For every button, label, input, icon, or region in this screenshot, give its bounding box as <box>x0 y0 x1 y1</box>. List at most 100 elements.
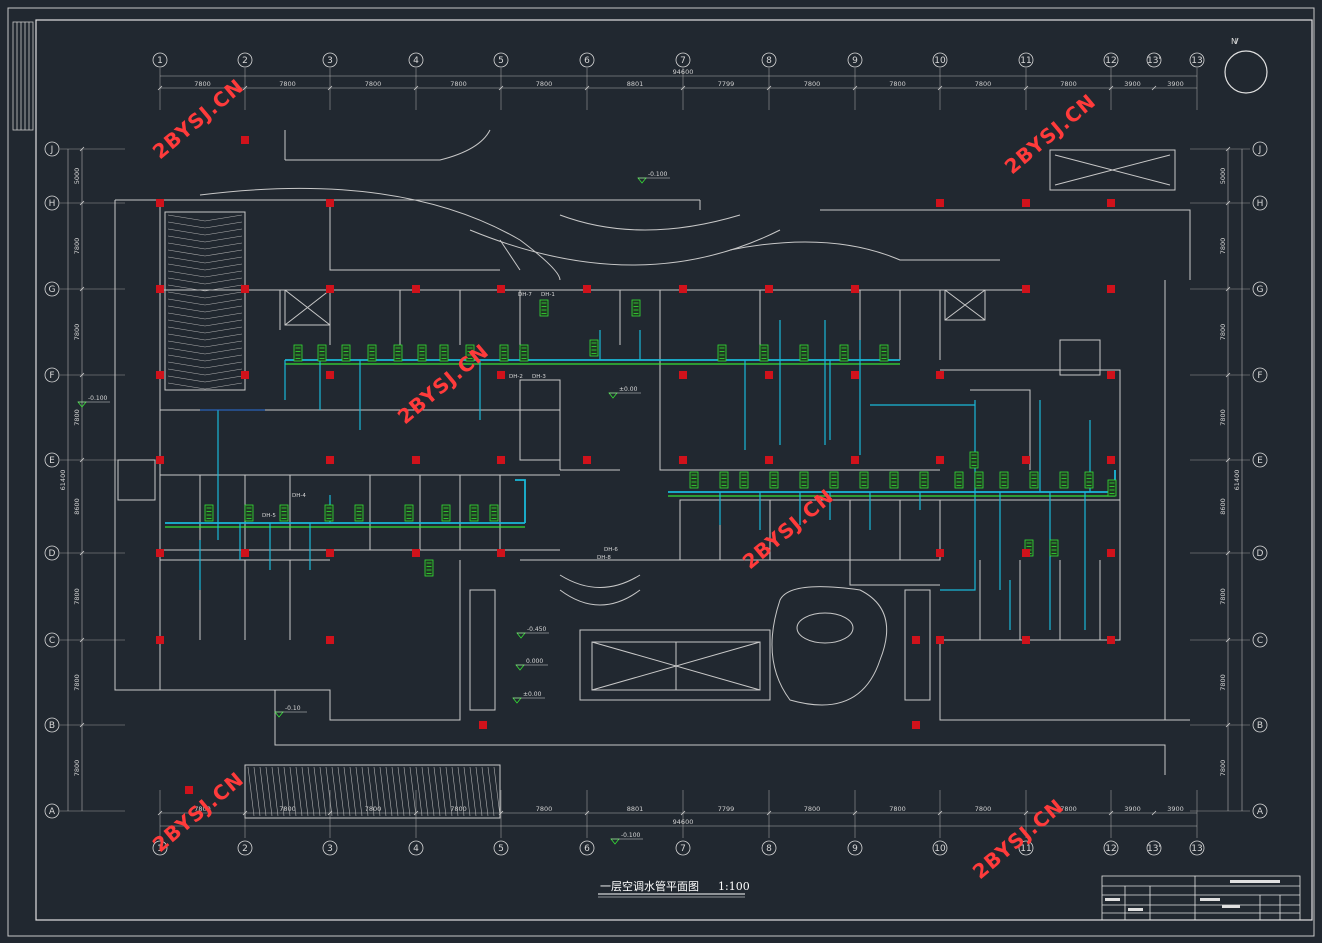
axis-col-label-2: 2 <box>242 56 248 66</box>
dimension-label: 7800 <box>279 805 296 813</box>
axis-row-label-H: H <box>1257 199 1264 209</box>
column-marker <box>326 371 334 379</box>
pipe-tag-label: DH-3 <box>532 374 546 380</box>
axis-col-label-10: 10 <box>934 844 946 854</box>
hatching <box>167 214 501 817</box>
axis-row-label-E: E <box>49 456 55 466</box>
dimension-label: 3900 <box>1167 80 1184 88</box>
drawing-scale: 1:100 <box>718 880 750 893</box>
fan-coil-tag <box>829 471 839 489</box>
fan-coil-tag <box>279 504 289 522</box>
structural-columns <box>156 136 1115 794</box>
axis-row-label-J: J <box>50 145 54 155</box>
fan-coil-tag <box>1049 539 1059 557</box>
axis-row-label-C: C <box>1257 636 1263 646</box>
fan-coil-tag <box>404 504 414 522</box>
fan-coil-tag <box>393 344 403 362</box>
column-marker <box>583 285 591 293</box>
column-marker <box>326 285 334 293</box>
dimension-label: 3900 <box>1124 80 1141 88</box>
dimension-label: 7800 <box>73 238 81 255</box>
level-label: 0.000 <box>526 658 543 665</box>
column-marker <box>497 456 505 464</box>
pipe-run <box>744 320 861 455</box>
title-block-fills <box>1105 880 1280 911</box>
axis-col-label-8: 8 <box>766 844 772 854</box>
axis-row-label-B: B <box>49 721 55 731</box>
axis-col-label-extra: 13' <box>1147 56 1161 66</box>
pipe-tag-label: DH-7 <box>518 292 532 298</box>
dimension-label: 7800 <box>73 674 81 691</box>
column-marker <box>936 456 944 464</box>
pipe-run <box>199 410 331 590</box>
axis-col-label-12: 12 <box>1105 56 1116 66</box>
axis-col-label-4: 4 <box>413 56 419 66</box>
dimension-label: 7800 <box>889 80 906 88</box>
axis-row-label-A: A <box>1257 807 1264 817</box>
chilled-water-pipes <box>165 299 1117 630</box>
pipe-tag-label: DH-6 <box>604 547 618 553</box>
dimension-label: 7800 <box>73 324 81 341</box>
dimension-label: 7800 <box>194 805 211 813</box>
column-marker <box>156 636 164 644</box>
level-marker-icon <box>516 632 526 639</box>
pipe-tag-label: DH-2 <box>509 374 523 380</box>
dimension-total: 61400 <box>1233 470 1241 491</box>
fan-coil-tag <box>1107 479 1117 497</box>
fan-coil-tag <box>999 471 1009 489</box>
dimension-label: 5000 <box>1219 168 1227 185</box>
axis-col-label-6: 6 <box>584 844 590 854</box>
fan-coil-tag <box>465 344 475 362</box>
fan-coil-tag <box>1059 471 1069 489</box>
column-marker <box>1022 456 1030 464</box>
axis-row-label-G: G <box>49 285 56 295</box>
pipe-run <box>870 400 976 591</box>
dimension-label: 7800 <box>975 805 992 813</box>
level-marker-icon <box>608 392 618 399</box>
level-label: -0.10 <box>285 705 301 712</box>
watermark-text: 2BYSJ.CN <box>148 767 249 857</box>
drawing-title-block: 一层空调水管平面图 1:100 <box>598 879 750 898</box>
column-marker <box>1107 285 1115 293</box>
dimension-label: 3900 <box>1167 805 1184 813</box>
fan-coil-tag <box>969 451 979 469</box>
inner-frame <box>35 19 1313 921</box>
dimension-label: 5000 <box>73 168 81 185</box>
fan-coil-tag <box>689 471 699 489</box>
column-marker <box>156 285 164 293</box>
fan-coil-tag <box>341 344 351 362</box>
dimension-label: 7800 <box>1219 238 1227 255</box>
axis-grid: 112233445566778899101011111212131313'13'… <box>44 52 1268 856</box>
column-marker <box>1107 199 1115 207</box>
column-marker <box>936 636 944 644</box>
fan-coil-tag <box>489 504 499 522</box>
column-marker <box>412 456 420 464</box>
level-label: -0.100 <box>88 395 108 402</box>
fan-coil-tag <box>204 504 214 522</box>
axis-row-label-F: F <box>49 371 54 381</box>
axis-col-label-9: 9 <box>852 56 858 66</box>
column-marker <box>1107 371 1115 379</box>
dimension-label: 7800 <box>1219 324 1227 341</box>
dimension-label: 8801 <box>627 80 644 88</box>
column-marker <box>765 285 773 293</box>
column-marker <box>326 199 334 207</box>
fan-coil-tag <box>499 344 509 362</box>
dimension-label: 7800 <box>73 588 81 605</box>
dimension-label: 7800 <box>536 805 553 813</box>
svg-text:N: N <box>1231 37 1237 46</box>
fan-coil-tag <box>539 299 549 317</box>
pipe-tag-label: DH-5 <box>262 513 276 519</box>
level-marker-icon <box>512 697 522 704</box>
fan-coil-tag <box>324 504 334 522</box>
column-marker <box>1022 199 1030 207</box>
axis-row-label-D: D <box>49 549 56 559</box>
column-marker <box>679 456 687 464</box>
column-marker <box>1107 456 1115 464</box>
level-label: ±0.00 <box>523 691 542 698</box>
dimension-label: 7800 <box>975 80 992 88</box>
fan-coil-tag <box>317 344 327 362</box>
dimension-label: 7800 <box>450 805 467 813</box>
fan-coil-tag <box>919 471 929 489</box>
axis-col-label-1: 1 <box>157 56 163 66</box>
